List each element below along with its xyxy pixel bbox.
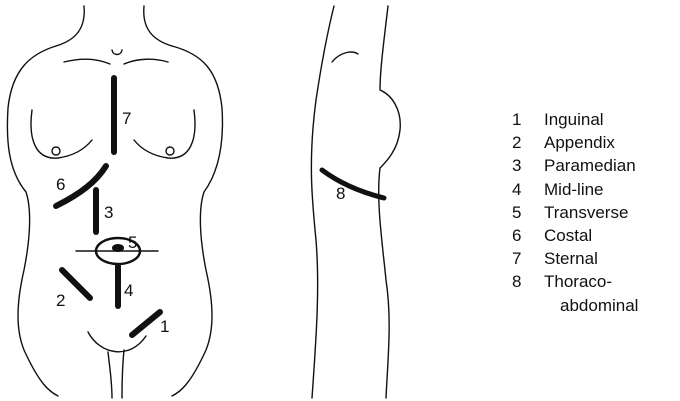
legend-label: Transverse	[544, 201, 628, 224]
legend: 1 Inguinal 2 Appendix 3 Paramedian 4 Mid…	[512, 108, 680, 317]
sternal-notch	[112, 50, 122, 55]
side-front-outline	[379, 6, 401, 398]
legend-item: 2 Appendix	[512, 131, 680, 154]
front-label: 6	[56, 175, 65, 194]
legend-number: 2	[512, 131, 544, 154]
side-shoulder	[332, 52, 358, 62]
legend-label: Paramedian	[544, 154, 636, 177]
legend-label: Thoraco-	[544, 270, 612, 293]
appendix-incision	[62, 270, 90, 298]
front-label: 5	[128, 233, 137, 252]
breast-left	[31, 110, 92, 158]
clavicle-left	[64, 59, 110, 64]
legend-label: Costal	[544, 224, 592, 247]
breast-right	[134, 110, 195, 158]
neck-left	[56, 6, 84, 46]
front-label: 2	[56, 291, 65, 310]
thoracoabdominal-incision	[322, 170, 384, 198]
legend-item: 5 Transverse	[512, 201, 680, 224]
legend-item: 4 Mid-line	[512, 178, 680, 201]
legend-item: 7 Sternal	[512, 247, 680, 270]
front-label: 7	[122, 109, 131, 128]
legend-item: 1 Inguinal	[512, 108, 680, 131]
inguinal-incision	[132, 312, 160, 335]
front-label: 1	[160, 317, 169, 336]
front-torso: 7 6 3 5 4 2 1	[7, 6, 222, 398]
legend-item: 6 Costal	[512, 224, 680, 247]
body-right-outline	[172, 46, 222, 396]
legend-item: 8 Thoraco-	[512, 270, 680, 293]
clavicle-right	[124, 59, 168, 64]
nipple-right	[166, 147, 174, 155]
legend-label: Appendix	[544, 131, 615, 154]
nipple-left	[52, 147, 60, 155]
legend-continuation: abdominal	[512, 294, 680, 317]
side-back-outline	[311, 6, 334, 398]
groin	[88, 332, 146, 398]
legend-item: 3 Paramedian	[512, 154, 680, 177]
legend-number: 7	[512, 247, 544, 270]
legend-label: Sternal	[544, 247, 598, 270]
legend-number: 1	[512, 108, 544, 131]
legend-number: 6	[512, 224, 544, 247]
neck-right	[144, 6, 172, 46]
legend-label: Mid-line	[544, 178, 604, 201]
front-label: 4	[124, 281, 133, 300]
legend-number: 5	[512, 201, 544, 224]
legend-number: 4	[512, 178, 544, 201]
umbilicus-center	[112, 244, 124, 252]
body-left-outline	[7, 46, 58, 396]
legend-number: 3	[512, 154, 544, 177]
legend-label: Inguinal	[544, 108, 604, 131]
legend-number: 8	[512, 270, 544, 293]
side-torso: 8	[311, 6, 400, 398]
side-label: 8	[336, 184, 345, 203]
front-label: 3	[104, 203, 113, 222]
